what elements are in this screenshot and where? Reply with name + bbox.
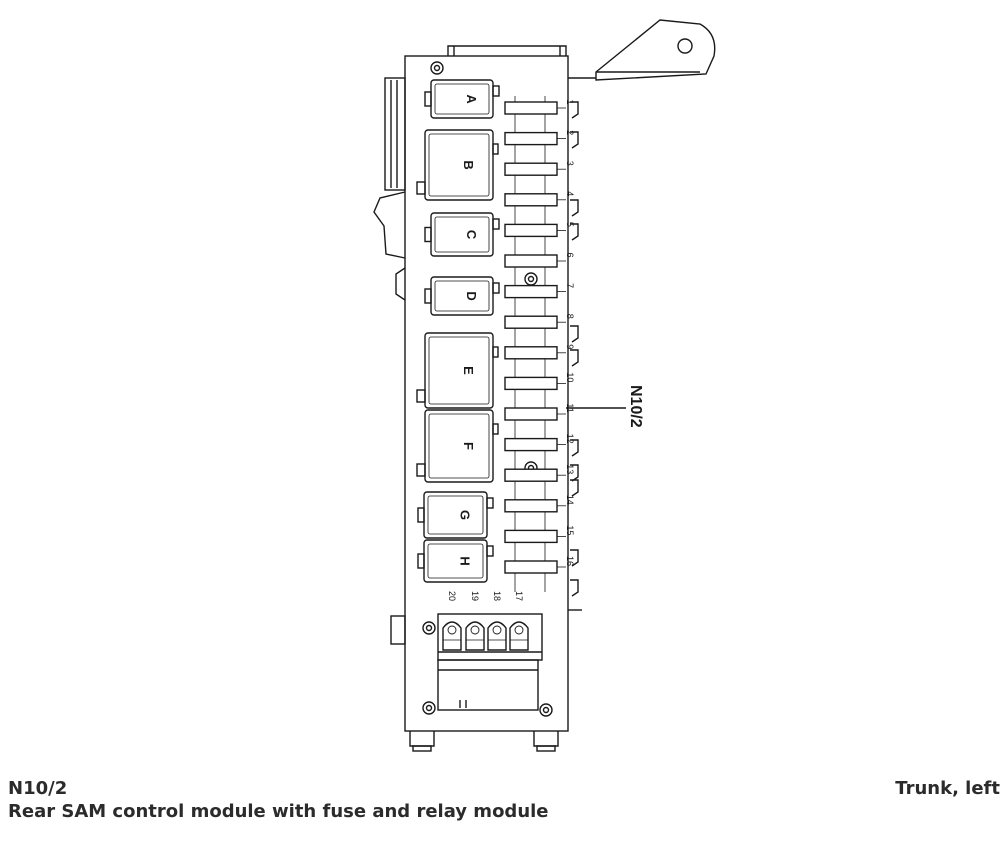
- fuse-5: 5: [504, 222, 575, 238]
- callout: N10/2: [566, 385, 644, 428]
- relay-label: B: [461, 160, 476, 169]
- fuse-label: 14: [565, 495, 575, 505]
- relay-d: D: [424, 276, 500, 316]
- relay-group: A B C D E F G H: [416, 79, 500, 583]
- relay-label: D: [464, 291, 479, 300]
- relay-f: F: [416, 409, 499, 483]
- top-connector-strip: [447, 45, 567, 56]
- fuse-3: 3: [504, 161, 575, 176]
- component-code: N10/2: [8, 778, 68, 799]
- relay-label: C: [464, 230, 479, 240]
- relay-b: B: [416, 129, 499, 201]
- fuse-12: 12: [504, 434, 575, 452]
- connector-fuse-label: 17: [514, 591, 524, 601]
- fuse-label: 16: [565, 556, 575, 566]
- connector-fuse-label: 18: [492, 591, 502, 601]
- fuse-14: 14: [504, 495, 575, 513]
- fuse-16: 16: [504, 556, 575, 574]
- fuse-label: 6: [565, 252, 575, 257]
- connector-fuse-18: 18: [487, 591, 507, 651]
- relay-label: F: [461, 442, 476, 450]
- relay-a: A: [424, 79, 500, 119]
- relay-label: H: [458, 556, 473, 565]
- mounting-feet: [409, 700, 559, 752]
- fuse-label: 9: [565, 344, 575, 349]
- fuse-label: 12: [565, 434, 575, 444]
- connector-fuse-17: 17: [509, 591, 529, 651]
- fuse-13: 13: [504, 464, 575, 482]
- fuse-label: 8: [565, 314, 575, 319]
- fuse-label: 4: [565, 191, 575, 196]
- fuse-label: 13: [565, 464, 575, 474]
- fuse-11: 11: [504, 403, 575, 421]
- connector-fuse-group: 20 19 18 17: [442, 591, 529, 651]
- relay-e: E: [416, 332, 499, 409]
- relay-label: G: [458, 510, 473, 520]
- fuse-6: 6: [504, 252, 575, 268]
- bottom-connector-block: [437, 613, 543, 711]
- connector-fuse-label: 19: [470, 591, 480, 601]
- component-description: Rear SAM control module with fuse and re…: [8, 801, 549, 822]
- fuse-label: 10: [565, 372, 575, 382]
- connector-fuse-20: 20: [442, 591, 462, 651]
- left-side-clips: [373, 77, 406, 645]
- fuse-15: 15: [504, 525, 575, 544]
- relay-h: H: [417, 539, 494, 583]
- fuse-label: 3: [565, 161, 575, 166]
- component-location: Trunk, left: [895, 778, 1000, 799]
- connector-fuse-label: 20: [447, 591, 457, 601]
- relay-label: A: [464, 94, 479, 104]
- mounting-screws: [422, 61, 553, 717]
- callout-label: N10/2: [627, 385, 644, 428]
- right-edge-clips: [570, 101, 579, 597]
- fuse-2: 2: [504, 130, 575, 146]
- fuse-label: 7: [565, 283, 575, 288]
- connector-fuse-19: 19: [465, 591, 485, 651]
- fuse-10: 10: [504, 372, 575, 391]
- fuse-9: 9: [504, 344, 575, 360]
- fuse-1: 1: [504, 99, 575, 115]
- fuse-8: 8: [504, 314, 575, 329]
- fuse-4: 4: [504, 191, 575, 207]
- module-housing: [404, 55, 596, 732]
- fuse-7: 7: [504, 283, 575, 299]
- mounting-bracket: [595, 19, 716, 81]
- relay-g: G: [417, 491, 494, 539]
- relay-label: E: [461, 366, 476, 375]
- relay-c: C: [424, 212, 500, 257]
- fuse-label: 15: [565, 525, 575, 535]
